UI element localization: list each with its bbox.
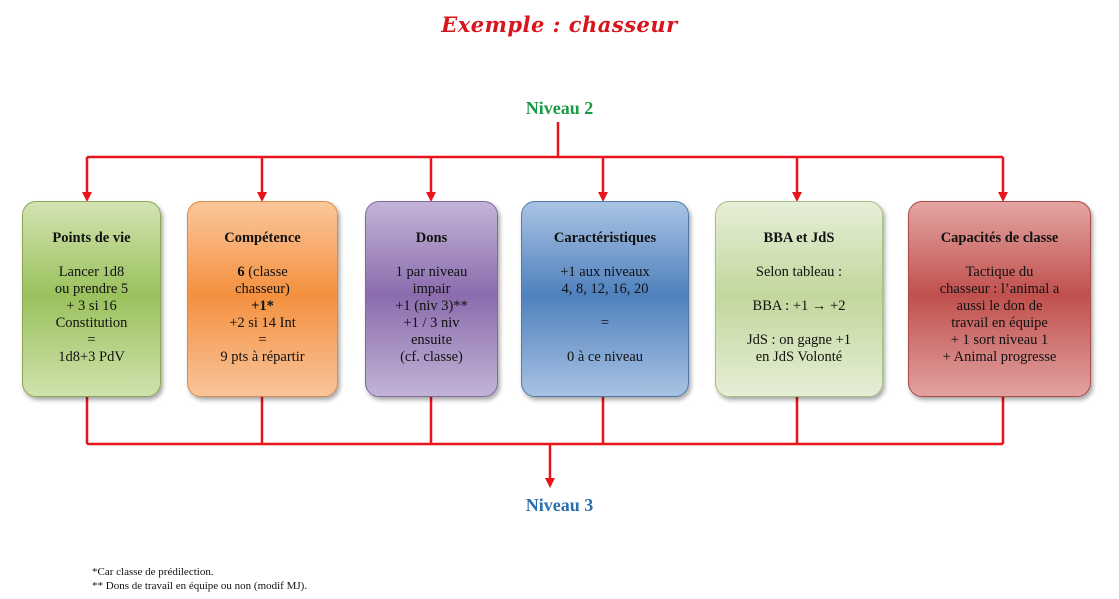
box-points-de-vie-line: 1d8+3 PdV <box>58 349 125 365</box>
box-capacites-de-classe-line: travail en équipe <box>951 315 1048 331</box>
box-capacites-de-classe-line: aussi le don de <box>956 298 1043 314</box>
box-capacites-de-classe: Capacités de classe Tactique du chasseur… <box>908 201 1091 397</box>
box-bba-jds: BBA et JdS Selon tableau : BBA : +1 → +2… <box>715 201 883 397</box>
box-caracteristiques-line: 4, 8, 12, 16, 20 <box>561 281 649 297</box>
box-bba-jds-line: Selon tableau : <box>755 264 843 280</box>
footnote: *Car classe de prédilection. <box>92 566 214 578</box>
box-points-de-vie-line: = <box>87 332 96 348</box>
box-points-de-vie-heading: Points de vie <box>52 230 131 246</box>
box-points-de-vie-line: + 3 si 16 <box>66 298 117 314</box>
box-dons-line: 1 par niveau <box>395 264 468 280</box>
box-dons-line: +1 / 3 niv <box>403 315 460 331</box>
box-caracteristiques-line: +1 aux niveaux <box>560 264 650 280</box>
box-capacites-de-classe-line: + 1 sort niveau 1 <box>950 332 1049 348</box>
box-caracteristiques-line: 0 à ce niveau <box>566 349 644 365</box>
box-caracteristiques-heading: Caractéristiques <box>553 230 657 246</box>
box-capacites-de-classe-line: chasseur : l’animal a <box>939 281 1060 297</box>
box-bba-jds-line: BBA : +1 → +2 <box>752 298 846 314</box>
box-points-de-vie: Points de vie Lancer 1d8 ou prendre 5 + … <box>22 201 161 397</box>
box-dons: Dons 1 par niveau impair +1 (niv 3)** +1… <box>365 201 498 397</box>
box-competence-line: 6 (classe <box>194 264 331 281</box>
footnote: ** Dons de travail en équipe ou non (mod… <box>92 580 308 592</box>
box-bba-jds-line: en JdS Volonté <box>755 349 843 365</box>
box-capacites-de-classe-heading: Capacités de classe <box>940 230 1059 246</box>
level-bottom-label: Niveau 3 <box>525 495 594 515</box>
box-bba-jds-line: JdS : on gagne +1 <box>746 332 852 348</box>
competence-points-value: 6 <box>237 264 245 280</box>
box-points-de-vie-line: Constitution <box>55 315 128 331</box>
box-competence: Compétence 6 (classe chasseur) +1* +2 si… <box>187 201 338 397</box>
box-dons-line: impair <box>412 281 451 297</box>
box-bba-jds-heading: BBA et JdS <box>763 230 835 246</box>
box-capacites-de-classe-line: Tactique du <box>965 264 1034 280</box>
box-dons-line: +1 (niv 3)** <box>395 298 468 314</box>
box-caracteristiques: Caractéristiques +1 aux niveaux 4, 8, 12… <box>521 201 689 397</box>
box-competence-heading: Compétence <box>224 230 301 246</box>
diagram-title: Exemple : chasseur <box>441 12 678 37</box>
level-top-label: Niveau 2 <box>525 98 594 118</box>
box-dons-heading: Dons <box>415 230 448 246</box>
box-competence-line: +1* <box>251 298 274 314</box>
box-dons-line: (cf. classe) <box>400 349 463 365</box>
box-points-de-vie-line: ou prendre 5 <box>54 281 129 297</box>
box-competence-line: = <box>258 332 267 348</box>
box-caracteristiques-line: = <box>600 315 610 331</box>
box-points-de-vie-line: Lancer 1d8 <box>58 264 125 280</box>
box-competence-line: chasseur) <box>235 281 290 297</box>
competence-points-suffix: (classe <box>244 264 288 280</box>
box-capacites-de-classe-line: + Animal progresse <box>942 349 1057 365</box>
box-competence-line: 9 pts à répartir <box>220 349 305 365</box>
box-competence-line: +2 si 14 Int <box>229 315 296 331</box>
box-dons-line: ensuite <box>410 332 453 348</box>
footnotes: *Car classe de prédilection. ** Dons de … <box>92 565 307 593</box>
